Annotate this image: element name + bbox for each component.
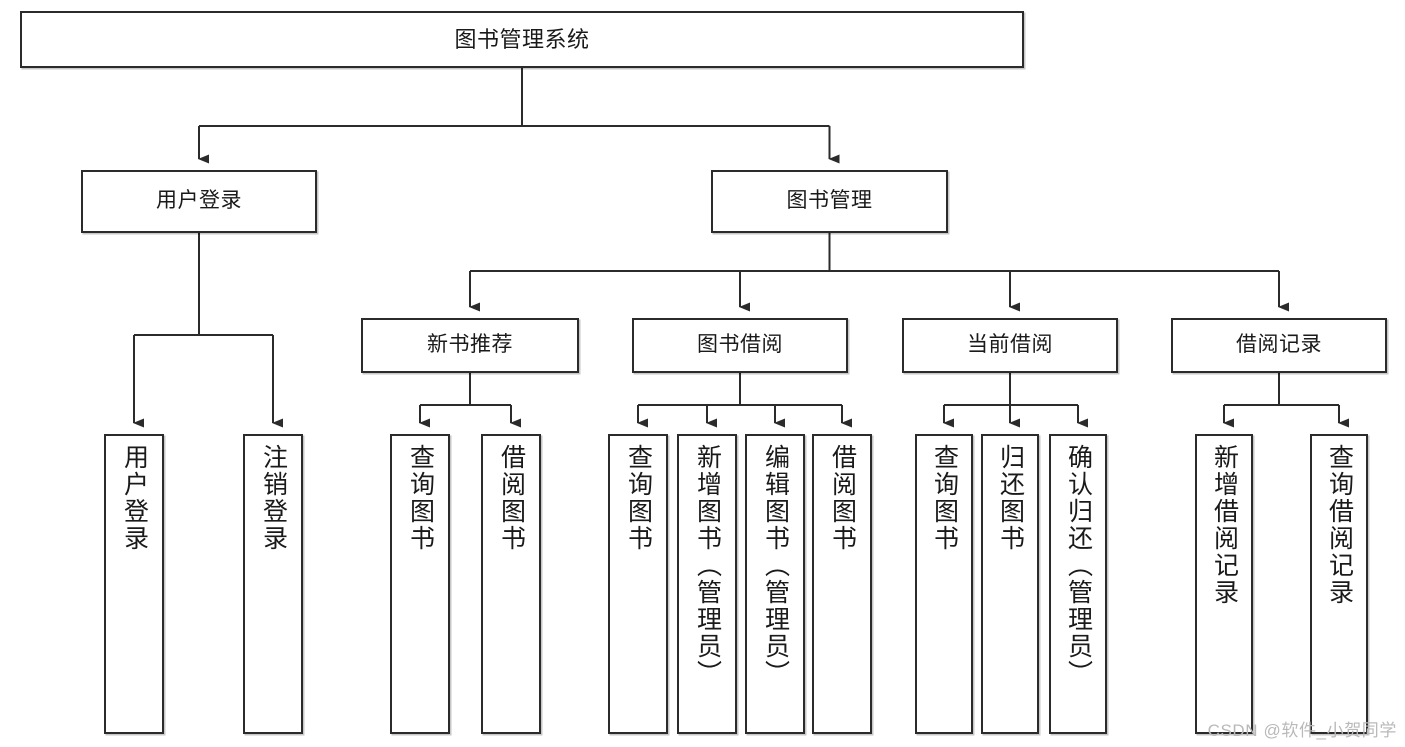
node-label: 查询图书 — [930, 444, 959, 552]
node-label: 查询图书 — [624, 444, 653, 552]
node-b_edit[interactable]: 编辑图书（管理员） — [745, 434, 805, 734]
node-label: 用户登录 — [120, 444, 149, 552]
node-l_logout[interactable]: 注销登录 — [243, 434, 303, 734]
node-label: 图书管理 — [786, 189, 873, 213]
node-label: 注销登录 — [259, 444, 288, 552]
node-borrow[interactable]: 图书借阅 — [632, 318, 848, 373]
node-label: 确认归还（管理员） — [1064, 444, 1093, 687]
node-n_query[interactable]: 查询图书 — [390, 434, 450, 734]
node-label: 编辑图书（管理员） — [761, 444, 790, 687]
node-label: 借阅图书 — [828, 444, 857, 552]
node-current[interactable]: 当前借阅 — [902, 318, 1118, 373]
node-b_add[interactable]: 新增图书（管理员） — [677, 434, 737, 734]
node-root[interactable]: 图书管理系统 — [20, 11, 1024, 68]
node-r_add[interactable]: 新增借阅记录 — [1195, 434, 1253, 734]
node-label: 图书管理系统 — [454, 26, 590, 52]
node-label: 新增图书（管理员） — [693, 444, 722, 687]
node-c_query[interactable]: 查询图书 — [915, 434, 973, 734]
node-label: 归还图书 — [996, 444, 1025, 552]
node-n_borrow[interactable]: 借阅图书 — [481, 434, 541, 734]
node-r_query[interactable]: 查询借阅记录 — [1310, 434, 1368, 734]
node-label: 查询借阅记录 — [1325, 444, 1354, 606]
node-b_query[interactable]: 查询图书 — [608, 434, 668, 734]
node-label: 用户登录 — [156, 189, 242, 213]
node-l_login[interactable]: 用户登录 — [104, 434, 164, 734]
node-b_lend[interactable]: 借阅图书 — [812, 434, 872, 734]
node-c_confirm[interactable]: 确认归还（管理员） — [1049, 434, 1107, 734]
watermark-text: CSDN @软件_小贺同学 — [1207, 721, 1397, 740]
node-label: 查询图书 — [406, 444, 435, 552]
node-label: 当前借阅 — [967, 333, 1053, 357]
node-c_return[interactable]: 归还图书 — [981, 434, 1039, 734]
node-newbook[interactable]: 新书推荐 — [361, 318, 579, 373]
node-label: 图书借阅 — [697, 333, 783, 357]
node-bookmgmt[interactable]: 图书管理 — [711, 170, 948, 233]
node-label: 借阅图书 — [497, 444, 526, 552]
node-records[interactable]: 借阅记录 — [1171, 318, 1387, 373]
node-label: 新书推荐 — [427, 333, 513, 357]
node-label: 借阅记录 — [1236, 333, 1322, 357]
node-login[interactable]: 用户登录 — [81, 170, 317, 233]
node-label: 新增借阅记录 — [1210, 444, 1239, 606]
